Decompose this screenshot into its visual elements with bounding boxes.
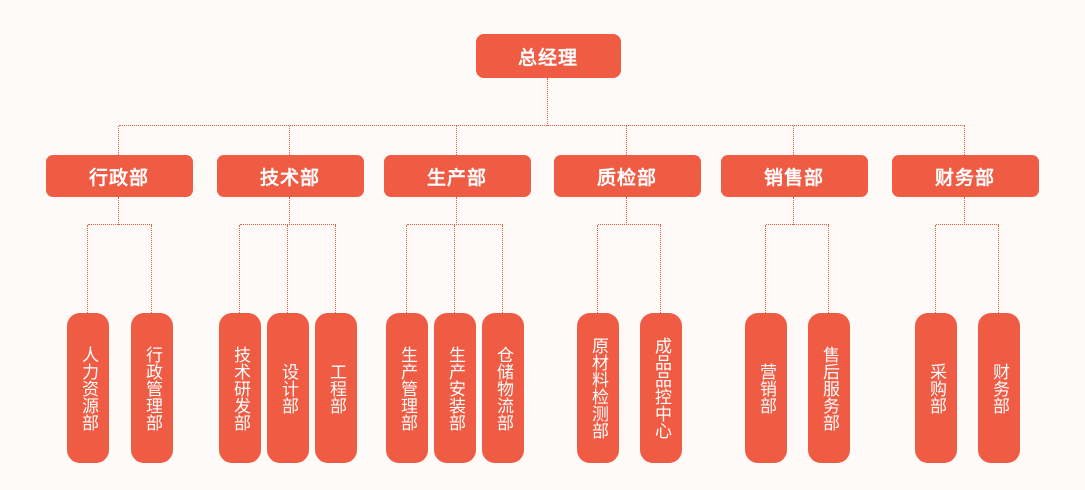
leaf-node-label: 工程部 xyxy=(327,362,347,414)
leaf-node-5-1[interactable]: 财务部 xyxy=(978,313,1020,463)
connector-dept-drop-1 xyxy=(289,126,291,155)
connector-leaf-drop-3-1 xyxy=(660,225,662,313)
leaf-node-label: 采购部 xyxy=(927,362,947,414)
connector-dept-bus-2 xyxy=(407,224,503,226)
connector-leaf-drop-5-1 xyxy=(998,225,1000,313)
connector-leaf-drop-1-0 xyxy=(239,225,241,313)
leaf-node-4-1[interactable]: 售后服务部 xyxy=(808,313,850,463)
connector-leaf-drop-2-1 xyxy=(454,225,456,313)
leaf-node-4-0[interactable]: 营销部 xyxy=(745,313,787,463)
connector-leaf-drop-4-1 xyxy=(828,225,830,313)
connector-leaf-drop-2-2 xyxy=(502,225,504,313)
dept-node-label: 生产部 xyxy=(426,167,487,189)
leaf-node-label: 行政管理部 xyxy=(143,345,163,431)
connector-leaf-drop-4-0 xyxy=(765,225,767,313)
dept-node-5[interactable]: 财务部 xyxy=(891,155,1039,197)
leaf-node-1-1[interactable]: 设计部 xyxy=(267,313,309,463)
leaf-node-3-0[interactable]: 原材料检测部 xyxy=(577,313,619,463)
connector-dept-stem-0 xyxy=(118,197,120,225)
leaf-node-1-2[interactable]: 工程部 xyxy=(315,313,357,463)
connector-dept-bus-1 xyxy=(240,224,336,226)
connector-dept-bus-3 xyxy=(598,224,661,226)
connector-dept-drop-0 xyxy=(118,126,120,155)
connector-leaf-drop-1-2 xyxy=(335,225,337,313)
connector-root-bus xyxy=(119,125,965,127)
connector-leaf-drop-2-0 xyxy=(406,225,408,313)
dept-node-1[interactable]: 技术部 xyxy=(216,155,364,197)
leaf-node-label: 营销部 xyxy=(757,362,777,414)
connector-dept-stem-1 xyxy=(289,197,291,225)
leaf-node-2-2[interactable]: 仓储物流部 xyxy=(482,313,524,463)
connector-leaf-drop-3-0 xyxy=(597,225,599,313)
root-node-general-manager[interactable]: 总经理 xyxy=(475,34,621,78)
dept-node-3[interactable]: 质检部 xyxy=(553,155,701,197)
connector-leaf-drop-5-0 xyxy=(935,225,937,313)
connector-dept-drop-5 xyxy=(964,126,966,155)
leaf-node-label: 人力资源部 xyxy=(79,345,99,431)
root-node-label: 总经理 xyxy=(517,47,578,69)
connector-dept-drop-4 xyxy=(793,126,795,155)
connector-leaf-drop-0-0 xyxy=(87,225,89,313)
dept-node-label: 行政部 xyxy=(88,167,149,189)
dept-node-label: 技术部 xyxy=(259,167,320,189)
leaf-node-label: 技术研发部 xyxy=(231,345,251,431)
leaf-node-label: 设计部 xyxy=(279,362,299,414)
leaf-node-label: 原材料检测部 xyxy=(589,337,609,439)
leaf-node-2-1[interactable]: 生产安装部 xyxy=(434,313,476,463)
dept-node-label: 财务部 xyxy=(934,167,995,189)
leaf-node-3-1[interactable]: 成品品控中心 xyxy=(640,313,682,463)
connector-root-stem xyxy=(547,78,549,126)
leaf-node-label: 生产安装部 xyxy=(446,345,466,431)
dept-node-label: 销售部 xyxy=(763,167,824,189)
connector-dept-stem-3 xyxy=(626,197,628,225)
connector-dept-drop-2 xyxy=(456,126,458,155)
dept-node-2[interactable]: 生产部 xyxy=(383,155,531,197)
leaf-node-1-0[interactable]: 技术研发部 xyxy=(219,313,261,463)
connector-dept-stem-2 xyxy=(456,197,458,225)
leaf-node-label: 仓储物流部 xyxy=(494,345,514,431)
leaf-node-0-1[interactable]: 行政管理部 xyxy=(131,313,173,463)
dept-node-label: 质检部 xyxy=(596,167,657,189)
connector-dept-bus-0 xyxy=(88,224,152,226)
dept-node-4[interactable]: 销售部 xyxy=(720,155,868,197)
connector-dept-drop-3 xyxy=(626,126,628,155)
connector-dept-stem-4 xyxy=(793,197,795,225)
connector-dept-stem-5 xyxy=(964,197,966,225)
connector-leaf-drop-1-1 xyxy=(287,225,289,313)
connector-dept-bus-5 xyxy=(936,224,999,226)
connector-dept-bus-4 xyxy=(766,224,829,226)
leaf-node-label: 生产管理部 xyxy=(398,345,418,431)
leaf-node-label: 财务部 xyxy=(990,362,1010,414)
connector-leaf-drop-0-1 xyxy=(151,225,153,313)
dept-node-0[interactable]: 行政部 xyxy=(45,155,193,197)
leaf-node-5-0[interactable]: 采购部 xyxy=(915,313,957,463)
leaf-node-0-0[interactable]: 人力资源部 xyxy=(67,313,109,463)
leaf-node-2-0[interactable]: 生产管理部 xyxy=(386,313,428,463)
leaf-node-label: 成品品控中心 xyxy=(652,337,672,439)
leaf-node-label: 售后服务部 xyxy=(820,345,840,431)
